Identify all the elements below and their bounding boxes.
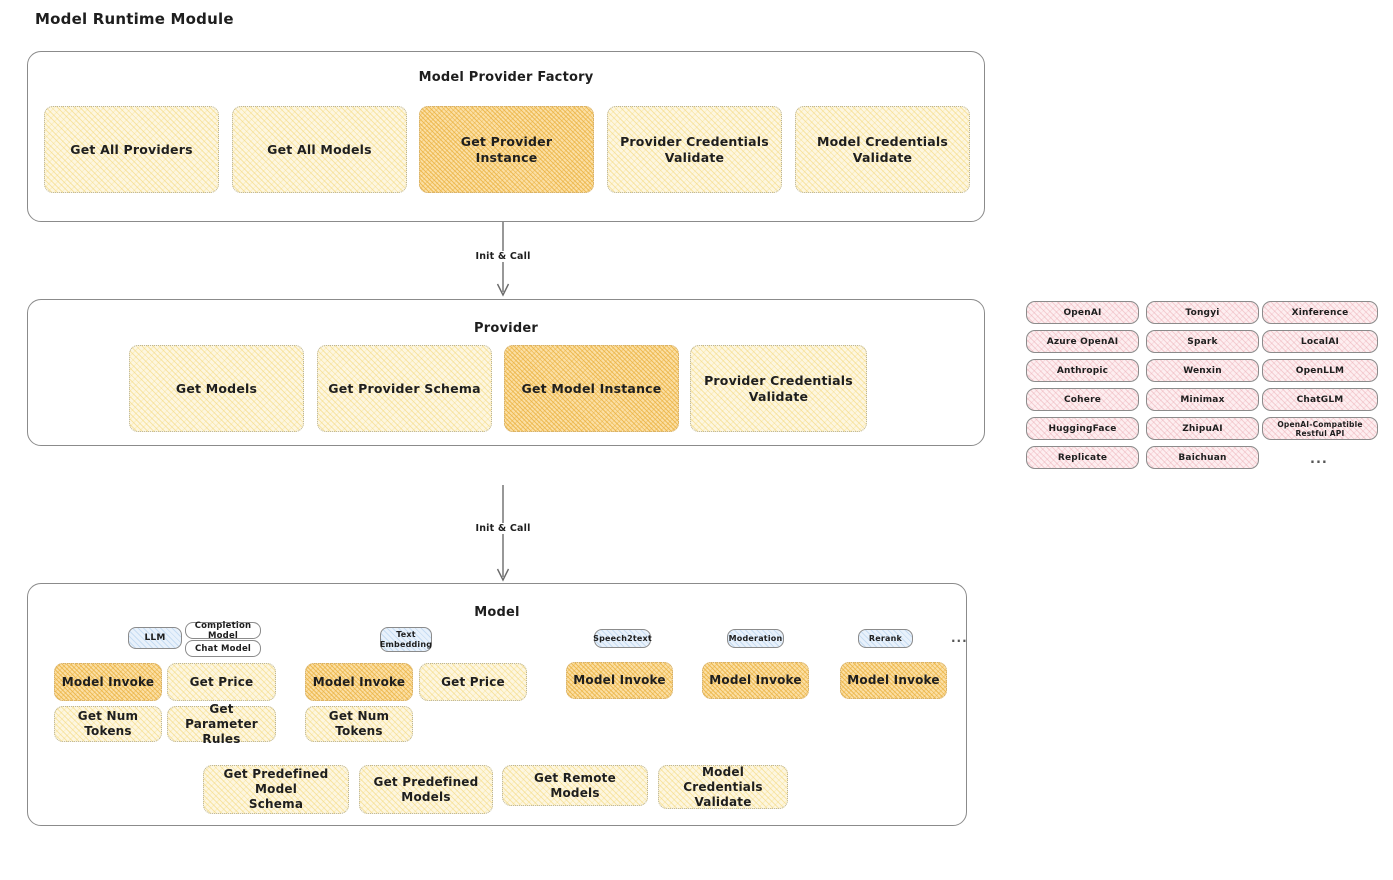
provider-pill-tongyi[interactable]: Tongyi — [1146, 301, 1259, 324]
provider-pill-zhipuai[interactable]: ZhipuAI — [1146, 417, 1259, 440]
provider-list-more: ... — [1310, 452, 1328, 467]
model-method-text-embedding-model-invoke[interactable]: Model Invoke — [305, 663, 413, 701]
provider-pill-azure-openai[interactable]: Azure OpenAI — [1026, 330, 1139, 353]
provider-pill-cohere[interactable]: Cohere — [1026, 388, 1139, 411]
arrow-label-init-call-1: Init & Call — [471, 251, 535, 262]
provider-pill-localai[interactable]: LocalAI — [1262, 330, 1378, 353]
provider-pill-replicate[interactable]: Replicate — [1026, 446, 1139, 469]
factory-method-get-all-models[interactable]: Get All Models — [232, 106, 407, 193]
model-card: Model — [27, 583, 974, 841]
provider-pill-xinference[interactable]: Xinference — [1262, 301, 1378, 324]
model-subtype-tag-chat-model[interactable]: Chat Model — [185, 640, 261, 657]
model-type-tag-rerank[interactable]: Rerank — [858, 629, 913, 648]
provider-pill-openai-compatible-restful-api[interactable]: OpenAI-Compatible Restful API — [1262, 417, 1378, 440]
model-type-tag-speech2text[interactable]: Speech2text — [593, 629, 652, 648]
model-method-rerank-model-invoke[interactable]: Model Invoke — [840, 662, 947, 699]
model-method-llm-model-invoke[interactable]: Model Invoke — [54, 663, 162, 701]
provider-title: Provider — [474, 321, 538, 336]
provider-pill-baichuan[interactable]: Baichuan — [1146, 446, 1259, 469]
arrow-provider-to-model — [496, 485, 510, 582]
model-method-llm-get-num-tokens[interactable]: Get Num Tokens — [54, 706, 162, 742]
page-title: Model Runtime Module — [35, 10, 234, 28]
provider-pill-wenxin[interactable]: Wenxin — [1146, 359, 1259, 382]
provider-method-get-model-instance[interactable]: Get Model Instance — [504, 345, 679, 432]
model-type-tag-moderation[interactable]: Moderation — [727, 629, 784, 648]
model-common-method-get-remote-models[interactable]: Get Remote Models — [502, 765, 648, 806]
model-method-llm-get-price[interactable]: Get Price — [167, 663, 276, 701]
model-method-speech2text-model-invoke[interactable]: Model Invoke — [566, 662, 673, 699]
provider-pill-chatglm[interactable]: ChatGLM — [1262, 388, 1378, 411]
arrow-label-init-call-2: Init & Call — [471, 523, 535, 534]
provider-pill-huggingface[interactable]: HuggingFace — [1026, 417, 1139, 440]
model-method-text-embedding-get-price[interactable]: Get Price — [419, 663, 527, 701]
model-method-text-embedding-get-num-tokens[interactable]: Get Num Tokens — [305, 706, 413, 742]
factory-method-get-all-providers[interactable]: Get All Providers — [44, 106, 219, 193]
provider-pill-spark[interactable]: Spark — [1146, 330, 1259, 353]
provider-pill-anthropic[interactable]: Anthropic — [1026, 359, 1139, 382]
model-method-moderation-model-invoke[interactable]: Model Invoke — [702, 662, 809, 699]
provider-pill-openai[interactable]: OpenAI — [1026, 301, 1139, 324]
model-type-tag-llm[interactable]: LLM — [128, 627, 182, 649]
provider-pill-openllm[interactable]: OpenLLM — [1262, 359, 1378, 382]
provider-method-get-models[interactable]: Get Models — [129, 345, 304, 432]
model-title: Model — [474, 605, 520, 620]
provider-method-get-provider-schema[interactable]: Get Provider Schema — [317, 345, 492, 432]
model-subtype-tag-completion-model[interactable]: Completion Model — [185, 621, 261, 641]
provider-pill-minimax[interactable]: Minimax — [1146, 388, 1259, 411]
model-types-more: ... — [951, 631, 968, 645]
factory-title: Model Provider Factory — [418, 70, 594, 85]
